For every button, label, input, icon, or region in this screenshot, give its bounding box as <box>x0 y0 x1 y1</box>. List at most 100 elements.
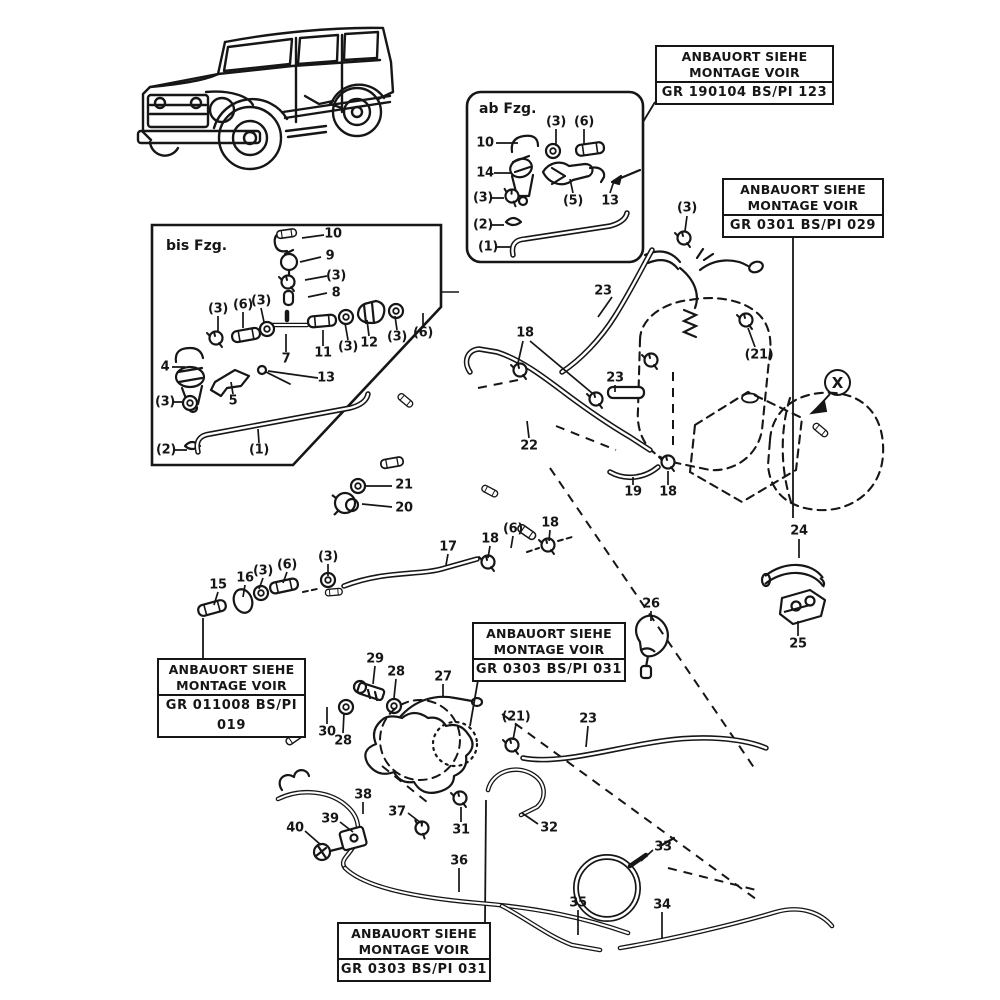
part-label-29: 29 <box>366 651 384 667</box>
part-label-3: (3) <box>207 301 229 317</box>
part-label-23: 23 <box>594 283 612 299</box>
part-label-24: 24 <box>790 523 808 539</box>
callout-box-gr-011008: ANBAUORT SIEHE MONTAGE VOIR GR 011008 BS… <box>157 658 306 738</box>
callout-line2: MONTAGE VOIR <box>176 678 287 693</box>
part-label-17: 17 <box>439 539 457 555</box>
callout-box-gr-190104: ANBAUORT SIEHE MONTAGE VOIR GR 190104 BS… <box>655 45 834 105</box>
part-label-5: 5 <box>228 393 238 409</box>
part-label-3: (3) <box>252 563 274 579</box>
callout-code: GR 190104 BS/PI 123 <box>657 81 832 103</box>
inset-box-bis-fzg <box>150 223 459 467</box>
clip-parts-20-21 <box>331 477 367 516</box>
part-label-2: (2) <box>155 442 177 458</box>
callout-line1: ANBAUORT SIEHE <box>168 662 295 677</box>
part-label-23: 23 <box>579 711 597 727</box>
part-label-22: 22 <box>520 438 538 454</box>
part-label-5: (5) <box>562 193 584 209</box>
part-label-3: (3) <box>317 549 339 565</box>
callout-box-gr-0301: ANBAUORT SIEHE MONTAGE VOIR GR 0301 BS/P… <box>722 178 884 238</box>
part-label-3: (3) <box>154 394 176 410</box>
part-label-37: 37 <box>388 804 406 820</box>
part-label-27: 27 <box>434 669 452 685</box>
part-label-13: 13 <box>317 370 335 386</box>
part-label-20: 20 <box>395 500 413 516</box>
part-label-33: 33 <box>654 839 672 855</box>
part-label-30: 30 <box>318 724 336 740</box>
label-leader-lines <box>172 129 800 939</box>
inset-bis-fzg-parts <box>174 227 405 455</box>
part-label-10: 10 <box>476 135 494 151</box>
inset-title-bis-fzg: bis Fzg. <box>166 238 228 254</box>
part-label-13: 13 <box>601 193 619 209</box>
part-label-16: 16 <box>236 570 254 586</box>
part-label-2: (2) <box>472 217 494 233</box>
part-label-14: 14 <box>476 165 494 181</box>
part-label-34: 34 <box>653 897 671 913</box>
x-reference-marker: X <box>824 369 851 396</box>
part-label-21: (21) <box>501 709 531 725</box>
bottom-hoses <box>284 421 835 953</box>
part-label-15: 15 <box>209 577 227 593</box>
part-label-18: 18 <box>516 325 534 341</box>
part-label-19: 19 <box>624 484 642 500</box>
part-label-18: 18 <box>481 531 499 547</box>
callout-code: GR 0301 BS/PI 029 <box>724 214 882 236</box>
part-label-32: 32 <box>540 820 558 836</box>
part-label-18: 18 <box>659 484 677 500</box>
vent-hoses <box>463 247 676 481</box>
canister-assembly <box>337 391 769 794</box>
callout-line2: MONTAGE VOIR <box>747 198 859 213</box>
callout-box-gr-0303-middle: ANBAUORT SIEHE MONTAGE VOIR GR 0303 BS/P… <box>472 622 626 682</box>
part-label-23: 23 <box>606 370 624 386</box>
part-label-7: 7 <box>281 351 291 367</box>
part-label-4: 4 <box>160 359 170 375</box>
part-label-35: 35 <box>569 895 587 911</box>
part-label-26: 26 <box>642 596 660 612</box>
callout-line1: ANBAUORT SIEHE <box>486 626 612 641</box>
part-label-6: (6) <box>502 521 524 537</box>
part-label-39: 39 <box>321 811 339 827</box>
part-label-3: (3) <box>325 268 347 284</box>
part-label-3: (3) <box>337 339 359 355</box>
callout-line1: ANBAUORT SIEHE <box>351 926 477 941</box>
part-label-31: 31 <box>452 822 470 838</box>
fuel-tank-outline <box>636 297 885 512</box>
part-label-11: 11 <box>314 345 332 361</box>
part-label-40: 40 <box>286 820 304 836</box>
callout-box-gr-0303-bottom: ANBAUORT SIEHE MONTAGE VOIR GR 0303 BS/P… <box>337 922 491 982</box>
part-label-3: (3) <box>386 329 408 345</box>
part-label-8: 8 <box>331 285 341 301</box>
part-label-28: 28 <box>334 733 352 749</box>
callout-line2: MONTAGE VOIR <box>493 642 605 657</box>
construction-dashed-lines <box>381 372 761 903</box>
x-marker-arrow <box>809 393 831 415</box>
inset-title-ab-fzg: ab Fzg. <box>479 101 537 117</box>
part-label-25: 25 <box>789 636 807 652</box>
part-label-6: (6) <box>232 297 254 313</box>
bracket-parts-24-25-26 <box>634 563 827 680</box>
lower-pipe-assembly <box>275 522 631 936</box>
part-label-6: (6) <box>573 114 595 130</box>
part-label-12: 12 <box>360 335 378 351</box>
part-label-3: (3) <box>545 114 567 130</box>
callout-line2: MONTAGE VOIR <box>358 942 470 957</box>
part-label-6: (6) <box>276 557 298 573</box>
inset-ab-fzg-parts <box>499 134 642 258</box>
vehicle-illustration <box>136 26 395 171</box>
fuel-line-row <box>195 455 573 619</box>
part-label-18: 18 <box>541 515 559 531</box>
part-label-28: 28 <box>387 664 405 680</box>
part-label-9: 9 <box>325 248 335 264</box>
filler-neck-parts <box>640 230 764 404</box>
part-label-38: 38 <box>354 787 372 803</box>
callout-code: GR 011008 BS/PI 019 <box>159 694 304 736</box>
callout-line1: ANBAUORT SIEHE <box>740 182 866 197</box>
part-label-3: (3) <box>676 200 698 216</box>
callout-code: GR 0303 BS/PI 031 <box>474 658 624 680</box>
part-label-3: (3) <box>472 190 494 206</box>
part-label-21: 21 <box>395 477 413 493</box>
callout-code: GR 0303 BS/PI 031 <box>339 958 489 980</box>
inset-box-ab-fzg <box>465 90 645 264</box>
